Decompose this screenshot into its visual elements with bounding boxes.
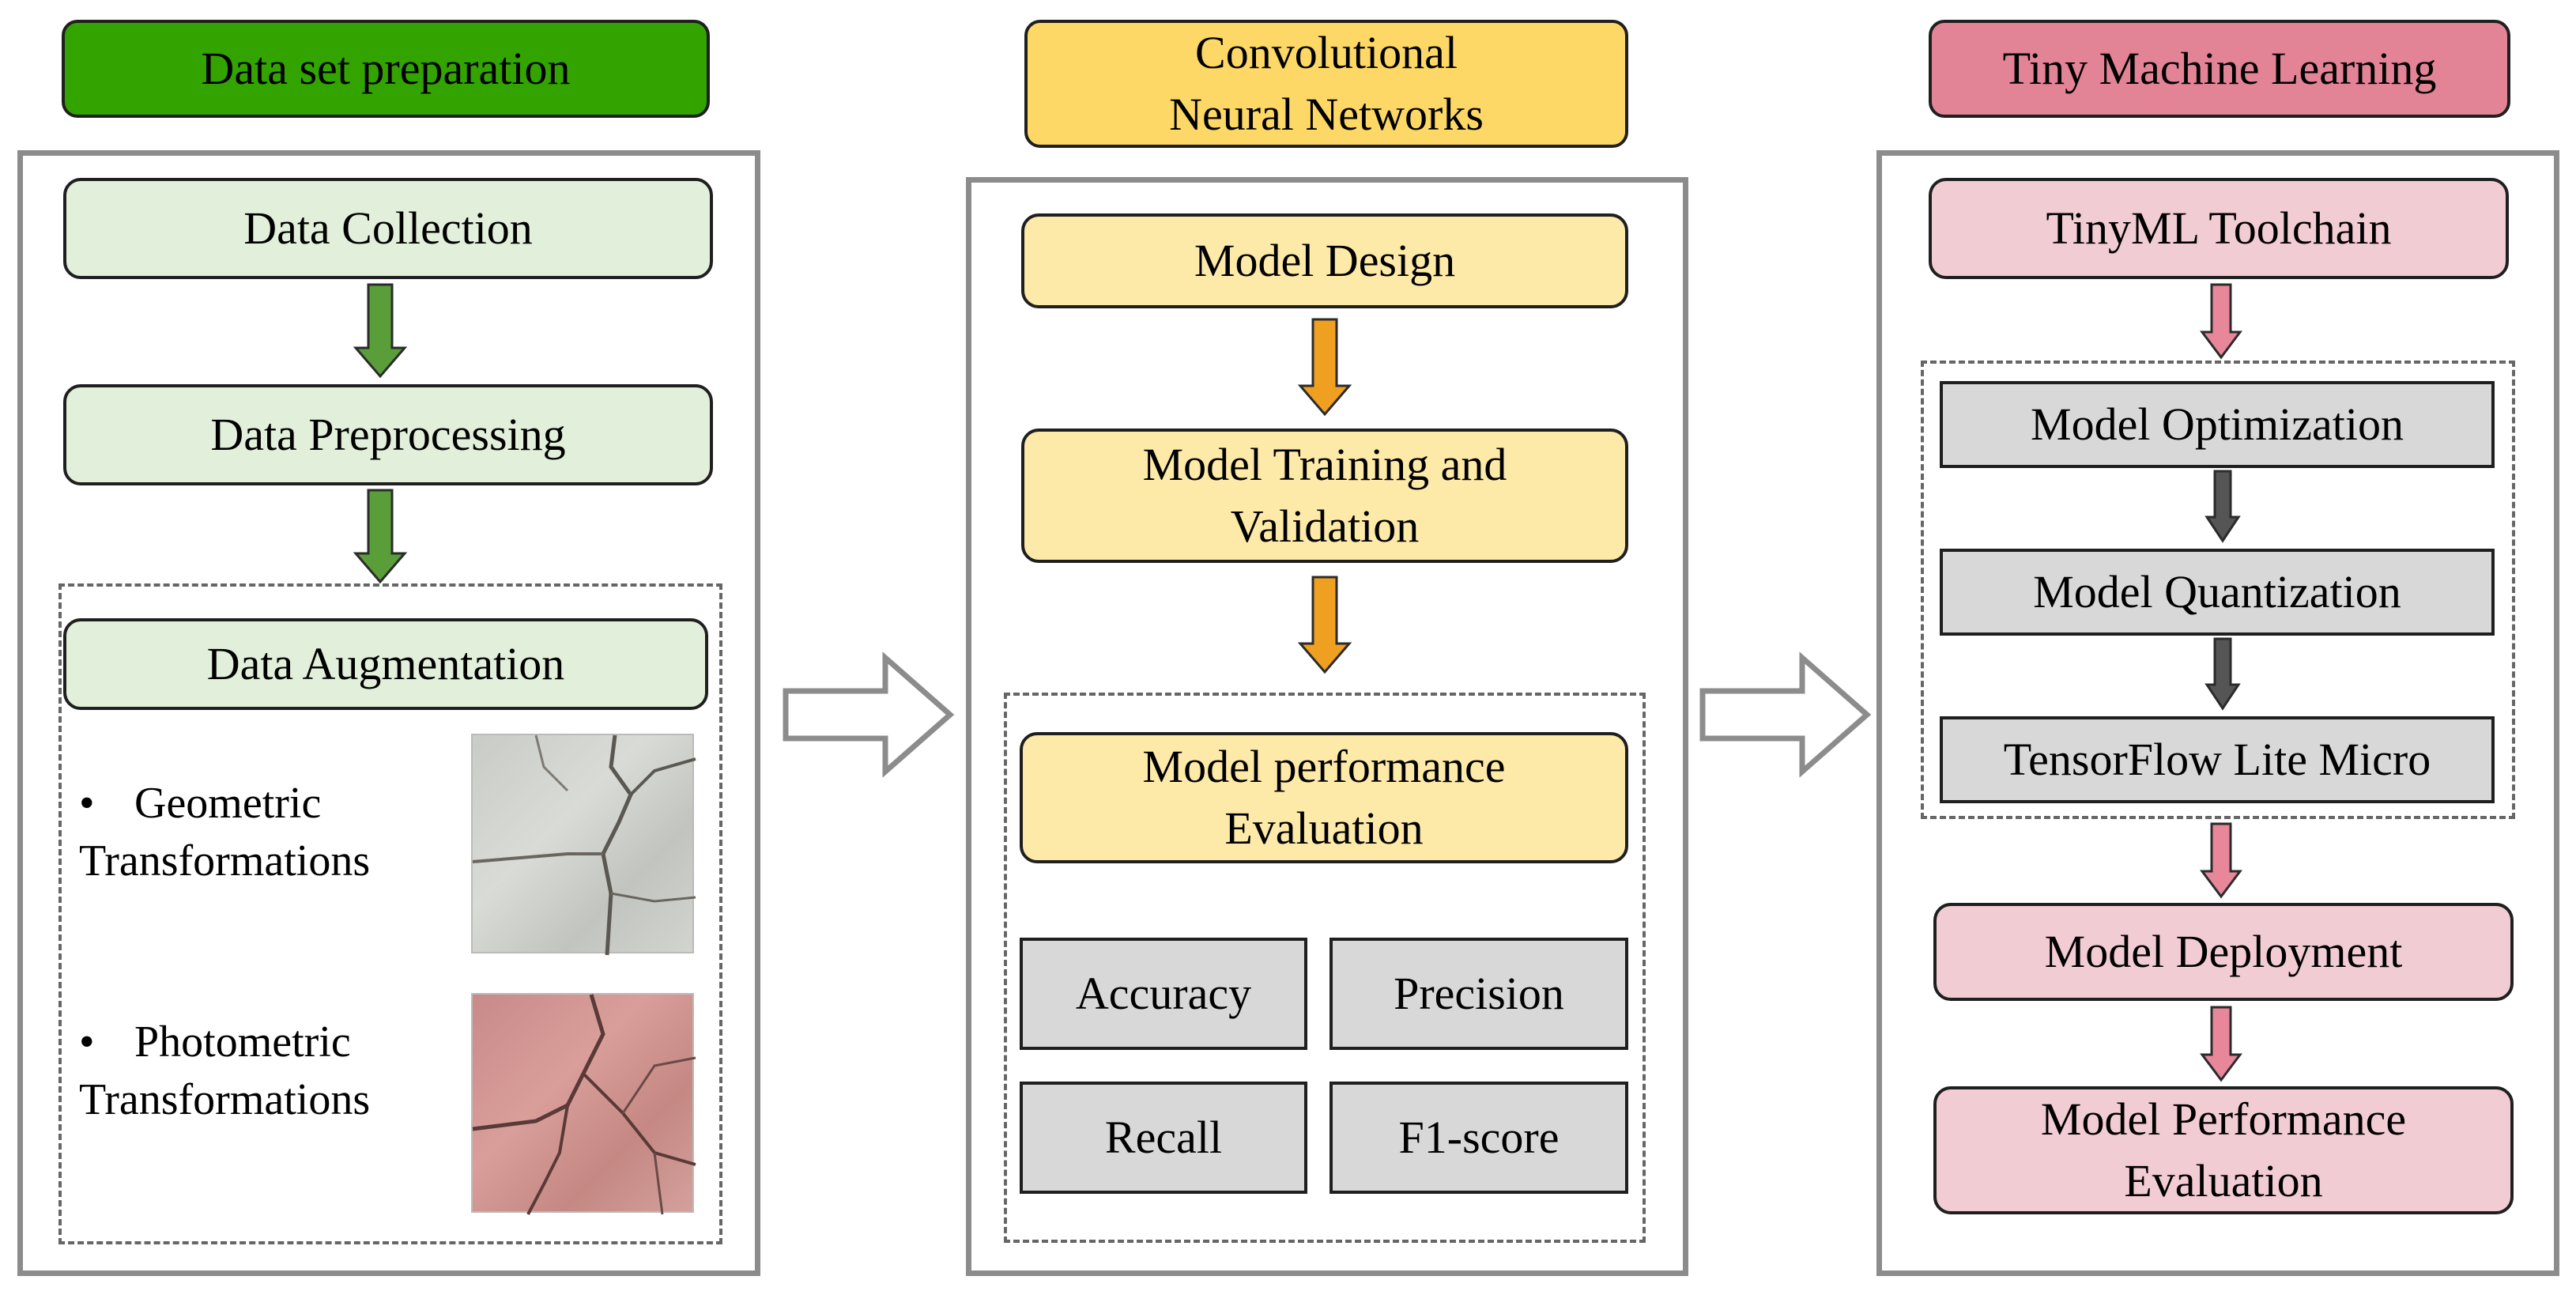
arrow-down-icon <box>2204 470 2241 543</box>
metric-recall: Recall <box>1020 1082 1307 1194</box>
metric-f1-score: F1-score <box>1329 1082 1628 1194</box>
node-label: Model Optimization <box>2031 398 2404 450</box>
node-label: Model Training and Validation <box>1142 438 1507 552</box>
bullet-photometric-transformations: • Photometric Transformations <box>79 1014 443 1124</box>
node-label: Data Collection <box>243 202 533 254</box>
node-model-deployment: Model Deployment <box>1933 903 2514 1001</box>
bullet-geometric-transformations: • Geometric Transformations <box>79 775 443 885</box>
arrow-down-icon <box>2204 637 2241 711</box>
node-label: Model Quantization <box>2033 565 2401 617</box>
node-label: Model Deployment <box>2044 925 2403 977</box>
bullet-icon: • <box>79 779 95 828</box>
arrow-down-icon <box>1297 318 1352 417</box>
bullet-icon: • <box>79 1018 95 1067</box>
arrow-right-icon <box>783 651 955 778</box>
node-label: TinyML Toolchain <box>2046 202 2392 254</box>
node-model-optimization: Model Optimization <box>1940 381 2495 468</box>
node-tensorflow-lite-micro: TensorFlow Lite Micro <box>1940 716 2495 803</box>
header-label: Tiny Machine Learning <box>2002 42 2437 94</box>
header-convolutional-neural-networks: Convolutional Neural Networks <box>1024 20 1628 148</box>
metric-accuracy: Accuracy <box>1020 938 1307 1050</box>
node-label: TensorFlow Lite Micro <box>2003 733 2431 785</box>
node-model-performance-evaluation-tinyml: Model Performance Evaluation <box>1933 1086 2514 1214</box>
bullet-label: Photometric Transformations <box>79 1018 371 1124</box>
arrow-down-icon <box>2200 822 2242 899</box>
arrow-down-icon <box>1297 576 1352 674</box>
node-data-collection: Data Collection <box>63 178 713 279</box>
metric-label: Accuracy <box>1075 967 1252 1019</box>
node-model-quantization: Model Quantization <box>1940 549 2495 636</box>
augmentation-group <box>58 583 722 1244</box>
header-label: Convolutional Neural Networks <box>1169 26 1484 140</box>
header-data-set-preparation: Data set preparation <box>62 20 710 118</box>
evaluation-group <box>1004 693 1646 1243</box>
header-label: Data set preparation <box>201 42 571 94</box>
metric-label: F1-score <box>1398 1111 1560 1163</box>
node-data-preprocessing: Data Preprocessing <box>63 384 713 485</box>
metric-precision: Precision <box>1329 938 1628 1050</box>
node-label: Model performance Evaluation <box>1142 740 1506 854</box>
arrow-right-icon <box>1699 651 1872 778</box>
bullet-label: Geometric Transformations <box>79 779 371 885</box>
node-model-training-and-validation: Model Training and Validation <box>1021 429 1628 563</box>
arrow-down-icon <box>2200 1006 2242 1082</box>
node-tinyml-toolchain: TinyML Toolchain <box>1929 178 2509 279</box>
node-label: Model Performance Evaluation <box>2040 1093 2407 1206</box>
node-label: Data Preprocessing <box>210 408 566 460</box>
header-tiny-machine-learning: Tiny Machine Learning <box>1929 20 2510 118</box>
metric-label: Precision <box>1394 967 1564 1019</box>
pink-crack-image <box>471 993 696 1215</box>
arrow-down-icon <box>353 489 408 584</box>
metric-label: Recall <box>1104 1111 1223 1163</box>
arrow-down-icon <box>353 283 408 379</box>
gray-crack-image <box>471 734 696 956</box>
arrow-down-icon <box>2200 283 2242 360</box>
node-model-performance-evaluation: Model performance Evaluation <box>1020 732 1628 863</box>
node-label: Data Augmentation <box>206 637 565 689</box>
node-data-augmentation: Data Augmentation <box>63 618 708 710</box>
node-label: Model Design <box>1194 234 1456 286</box>
node-model-design: Model Design <box>1021 213 1628 308</box>
optimization-group <box>1921 361 2515 819</box>
